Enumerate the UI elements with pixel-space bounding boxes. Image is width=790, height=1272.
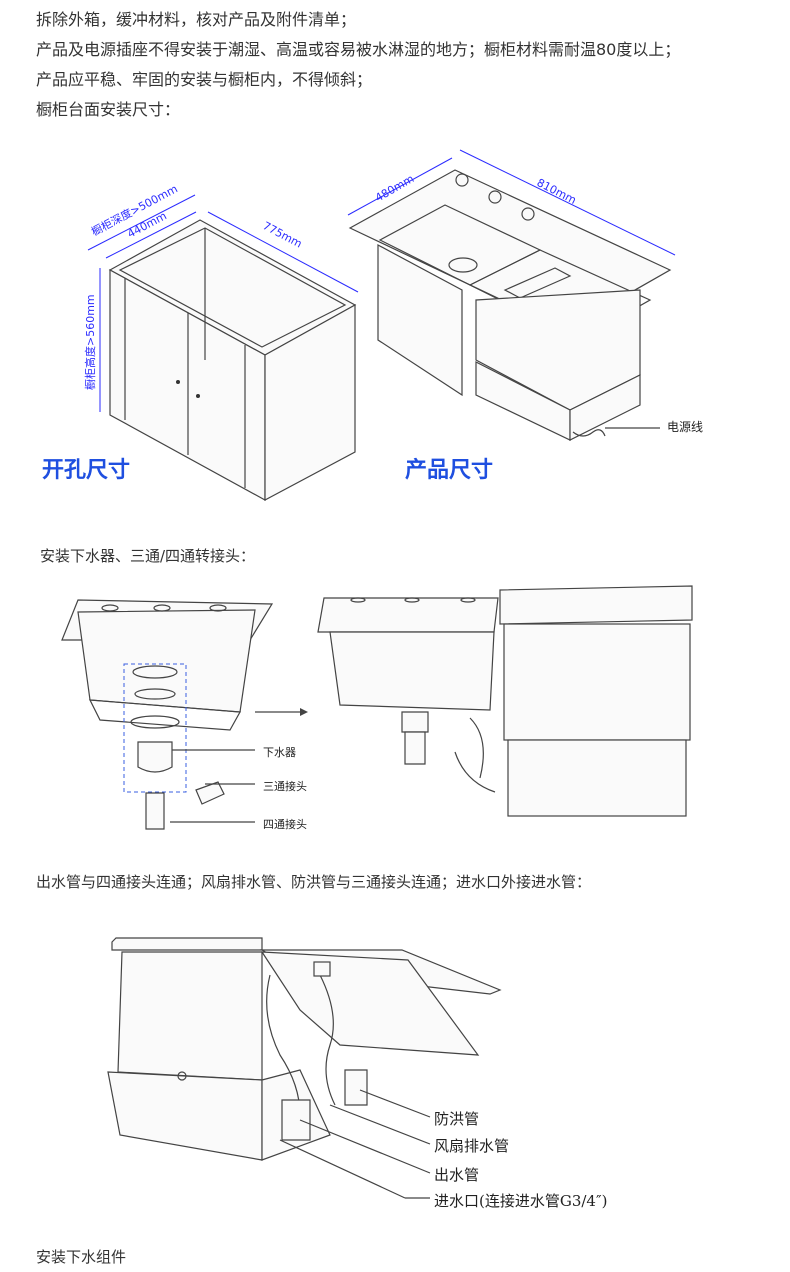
product-caption: 产品尺寸 <box>405 458 494 483</box>
outlet-pipe-label: 出水管 <box>434 1166 480 1184</box>
cabinet-height-label: 橱柜高度>560mm <box>83 294 97 390</box>
cabinet-caption: 开孔尺寸 <box>42 458 131 483</box>
inlet-label: 进水口(连接进水管G3/4″) <box>434 1192 608 1210</box>
intro-line-4: 橱柜台面安装尺寸： <box>36 100 181 119</box>
drain-install-figure <box>61 585 693 830</box>
intro-line-3: 产品应平稳、牢固的安装与橱柜内，不得倾斜； <box>36 70 373 89</box>
power-cord-label: 电源线 <box>667 420 704 434</box>
intro-line-2: 产品及电源插座不得安装于潮湿、高温或容易被水淋湿的地方；橱柜材料需耐温80度以上… <box>36 40 681 59</box>
section2-title: 安装下水器、三通/四通转接头： <box>40 547 256 565</box>
dimension-figure: 橱柜深度>500mm 440mm 775mm 橱柜高度>560mm 480mm … <box>83 149 676 502</box>
inverted-sink-view <box>107 937 502 1199</box>
sink-underside-view <box>61 599 308 830</box>
footer-title: 安装下水组件 <box>36 1248 127 1266</box>
tee-label: 三通接头 <box>263 780 307 793</box>
flood-pipe-label: 防洪管 <box>434 1110 480 1128</box>
drain-label: 下水器 <box>263 746 296 759</box>
cabinet-drawing <box>108 219 357 502</box>
four-way-label: 四通接头 <box>263 818 307 831</box>
section3-title: 出水管与四通接头连通；风扇排水管、防洪管与三通接头连通；进水口外接进水管： <box>36 873 592 891</box>
product-drawing <box>348 169 672 441</box>
intro-line-1: 拆除外箱，缓冲材料，核对产品及附件清单； <box>36 10 357 29</box>
fan-drain-label: 风扇排水管 <box>434 1137 510 1155</box>
sink-assembled-view <box>317 585 693 817</box>
